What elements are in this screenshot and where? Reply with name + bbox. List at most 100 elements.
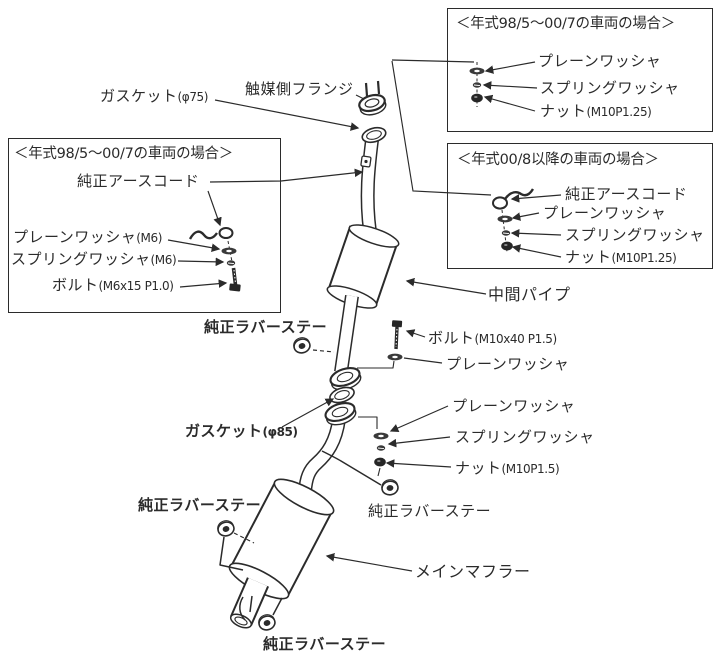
label-text: 純正ラバーステー bbox=[204, 318, 328, 336]
left-box-parts bbox=[188, 227, 241, 292]
label-text: 純正ラバーステー bbox=[138, 496, 262, 514]
tail-pipe bbox=[229, 577, 270, 629]
leader-tr-nut bbox=[483, 94, 536, 112]
label-text: ナット bbox=[565, 248, 612, 266]
leader-washer-mid bbox=[403, 357, 443, 364]
label-tr-spring-washer: スプリングワッシャ bbox=[540, 79, 680, 98]
rubber-stay-mid-right bbox=[321, 450, 400, 497]
label-text: ナット bbox=[540, 102, 587, 120]
earth-cord-boss bbox=[360, 155, 372, 168]
label-tr-nut: ナット(M10P1.25) bbox=[540, 102, 652, 121]
label-spec: (φ85) bbox=[262, 425, 298, 439]
front-gasket bbox=[361, 126, 387, 144]
callout-box-fasteners-9805-0007 bbox=[447, 8, 713, 132]
top-right-box-parts bbox=[469, 62, 485, 107]
label-text: プレーンワッシャ bbox=[543, 204, 667, 222]
leader-mid-pipe bbox=[405, 277, 487, 295]
label-spec: (M10P1.25) bbox=[586, 105, 652, 119]
label-r-nut: ナット(M10P1.25) bbox=[565, 248, 677, 267]
rubber-stay-upper bbox=[291, 335, 335, 356]
label-spec: (M10P1.5) bbox=[501, 462, 560, 476]
label-spec: (φ75) bbox=[177, 90, 209, 104]
label-text: プレーンワッシャ bbox=[452, 397, 576, 415]
label-text: 純正アースコード bbox=[77, 172, 200, 190]
right-box-parts bbox=[492, 188, 535, 253]
callout-box-earth-cord-9805-0007 bbox=[8, 138, 281, 313]
label-rubber-stay-tail: 純正ラバーステー bbox=[263, 635, 386, 653]
label-bolt-mid: ボルト(M10x40 P1.5) bbox=[428, 329, 557, 348]
callout-title: ＜年式00/8以降の車両の場合＞ bbox=[457, 152, 659, 168]
label-text: 純正ラバーステー bbox=[263, 635, 387, 653]
leader-r-spring bbox=[510, 228, 562, 238]
label-r-plain-washer: プレーンワッシャ bbox=[543, 204, 666, 223]
label-main-muffler: メインマフラー bbox=[415, 563, 531, 581]
label-rubber-stay-mid-left: 純正ラバーステー bbox=[138, 496, 261, 514]
main-muffler-body bbox=[228, 478, 335, 600]
rear-pipe bbox=[298, 417, 346, 493]
leader-tr-washer bbox=[484, 61, 536, 74]
intermediate-silencer bbox=[326, 224, 400, 309]
label-l-earth-cord: 純正アースコード bbox=[77, 172, 199, 191]
label-l-spring-washer: スプリングワッシャ(M6) bbox=[11, 250, 177, 269]
label-l-bolt: ボルト(M6x15 P1.0) bbox=[52, 276, 174, 295]
front-pipe bbox=[360, 139, 379, 233]
callout-box-earth-cord-0008 bbox=[447, 143, 713, 269]
exhaust-assembly bbox=[215, 80, 403, 633]
leader-r-earth-cord bbox=[510, 194, 562, 203]
label-text: ガスケット bbox=[100, 87, 178, 105]
label-text: メインマフラー bbox=[415, 562, 531, 581]
label-text: スプリングワッシャ bbox=[540, 79, 680, 97]
label-r-spring-washer: スプリングワッシャ bbox=[565, 226, 705, 245]
bolt-m6x15 bbox=[229, 267, 241, 292]
label-text: ガスケット bbox=[185, 422, 263, 440]
label-spring-low: スプリングワッシャ bbox=[455, 428, 595, 446]
rubber-stay-tail bbox=[239, 595, 283, 633]
rear-flange-lower bbox=[324, 402, 357, 426]
leader-lines bbox=[167, 59, 562, 572]
label-spec: (M10P1.25) bbox=[611, 251, 677, 265]
leader-bolt-mid bbox=[405, 329, 426, 338]
label-text: 純正アースコード bbox=[565, 185, 688, 203]
leader-box-left bbox=[209, 168, 364, 183]
leader-spring-m6 bbox=[177, 257, 225, 267]
rear-gasket bbox=[329, 386, 355, 404]
label-text: ナット bbox=[455, 459, 502, 477]
leader-washer-low bbox=[389, 405, 449, 433]
leader-spring-low bbox=[387, 436, 451, 448]
label-text: ボルト bbox=[428, 329, 475, 347]
leader-nut-low bbox=[385, 459, 452, 468]
label-text: 触媒側フランジ bbox=[245, 80, 354, 98]
leader-bolt-m6 bbox=[179, 279, 228, 288]
label-spec: (M6) bbox=[150, 253, 177, 267]
leader-r-nut bbox=[511, 244, 562, 258]
label-l-plain-washer: プレーンワッシャ(M6) bbox=[13, 228, 162, 247]
label-gasket-front: ガスケット(φ75) bbox=[100, 87, 208, 106]
label-text: スプリングワッシャ bbox=[11, 250, 151, 268]
leader-catalyst-flange bbox=[355, 94, 365, 100]
leader-tr-spring bbox=[482, 81, 538, 90]
label-washer-low: プレーンワッシャ bbox=[452, 397, 575, 415]
leader-washer-m6 bbox=[167, 239, 221, 252]
callout-title: ＜年式98/5～00/7の車両の場合＞ bbox=[456, 16, 675, 32]
label-spec: (M10x40 P1.5) bbox=[474, 332, 558, 346]
catalyst-flange bbox=[358, 80, 387, 116]
leader-gasket-front bbox=[214, 99, 360, 131]
label-text: プレーンワッシャ bbox=[13, 228, 137, 246]
label-rubber-stay-mid-right: 純正ラバーステー bbox=[368, 502, 491, 520]
label-text: 中間パイプ bbox=[488, 285, 571, 304]
bolt-m10x40 bbox=[357, 320, 403, 369]
leader-box-top-right bbox=[391, 59, 475, 63]
leader-gasket-rear bbox=[281, 398, 335, 428]
rear-flange-upper bbox=[329, 367, 362, 391]
label-nut-low: ナット(M10P1.5) bbox=[455, 459, 560, 478]
label-r-earth-cord: 純正アースコード bbox=[565, 185, 687, 204]
label-spec: (M6) bbox=[136, 231, 163, 245]
label-text: スプリングワッシャ bbox=[455, 428, 595, 446]
label-text: スプリングワッシャ bbox=[565, 226, 705, 244]
rear-fastener-stack bbox=[358, 416, 389, 477]
label-text: ボルト bbox=[52, 276, 99, 294]
leader-box-right bbox=[391, 60, 492, 196]
label-spec: (M6x15 P1.0) bbox=[98, 279, 174, 293]
